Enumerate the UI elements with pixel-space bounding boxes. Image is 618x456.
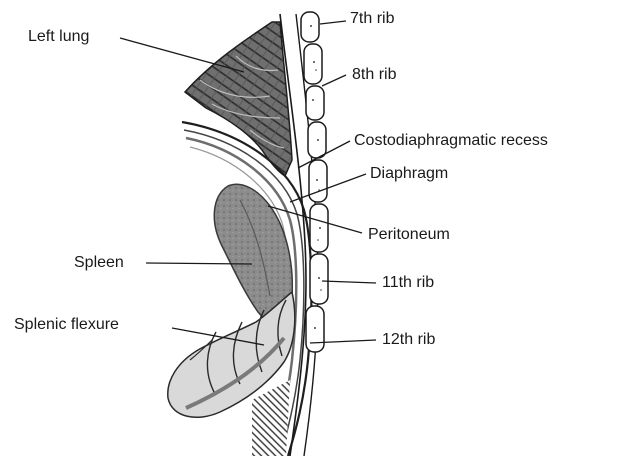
spleen-shape	[214, 184, 292, 321]
label-7th-rib: 7th rib	[350, 10, 394, 28]
label-spleen: Spleen	[74, 254, 124, 272]
label-8th-rib: 8th rib	[352, 66, 396, 84]
label-diaphragm: Diaphragm	[370, 165, 448, 183]
label-peritoneum: Peritoneum	[368, 226, 450, 244]
label-11th-rib: 11th rib	[382, 274, 434, 292]
label-costodiaphragmatic-recess: Costodiaphragmatic recess	[354, 132, 548, 150]
abdominal-wall-hatch	[252, 380, 290, 456]
label-12th-rib: 12th rib	[382, 331, 435, 349]
label-splenic-flexure: Splenic flexure	[14, 316, 119, 334]
label-left-lung: Left lung	[28, 28, 89, 46]
left-lung-shape	[185, 22, 292, 176]
